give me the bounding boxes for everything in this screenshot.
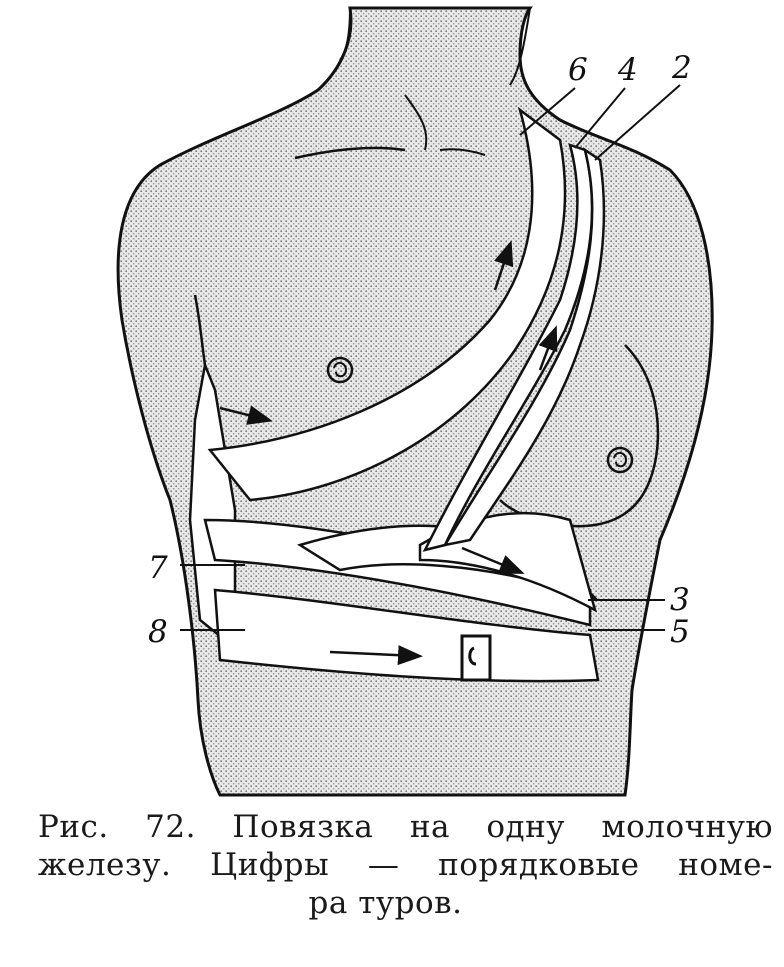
caption-line-3: ра туров. xyxy=(38,884,773,922)
label-2: 2 xyxy=(671,50,692,86)
label-7: 7 xyxy=(148,550,168,586)
leader-2 xyxy=(595,85,680,160)
label-3: 3 xyxy=(670,582,690,618)
label-6: 6 xyxy=(568,52,588,88)
caption-line-1: Рис. 72. Повязка на одну молочную xyxy=(38,808,773,846)
figure-caption: Рис. 72. Повязка на одну молочную железу… xyxy=(38,808,773,922)
label-4: 4 xyxy=(617,52,638,88)
caption-line-2: железу. Цифры — порядковые номе- xyxy=(38,846,773,884)
label-8: 8 xyxy=(148,614,168,650)
bandage-clip xyxy=(462,636,490,680)
label-5: 5 xyxy=(670,614,690,650)
